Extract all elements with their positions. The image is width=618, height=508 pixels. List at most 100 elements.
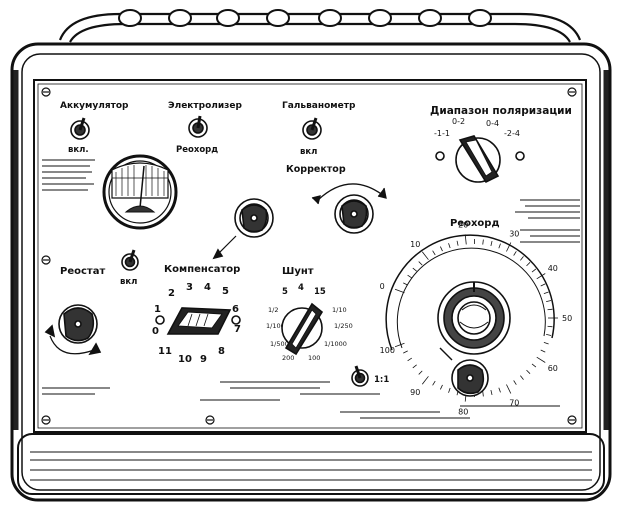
reochord-tick [394, 288, 405, 294]
shunt-knob[interactable] [281, 302, 324, 356]
reochord-tick [403, 350, 408, 354]
compensator-pos-11: 11 [158, 346, 172, 357]
reochord-tick [418, 261, 423, 266]
reochord-tick [513, 251, 517, 256]
reochord-tick-label-30: 30 [509, 230, 519, 239]
polarization-range-neg2-4: -2-4 [504, 129, 520, 138]
compensator-pos-3: 3 [186, 282, 193, 293]
plate-screws [41, 87, 577, 425]
shunt-mark-1-500: 1/500 [270, 340, 289, 348]
compensator-scale-labels: 2 3 4 5 1 6 0 7 11 10 9 8 [152, 282, 241, 365]
reochord-tick [482, 391, 484, 397]
reochord-tick [546, 300, 552, 302]
polarization-range-knob[interactable] [435, 135, 525, 184]
reochord-tick [536, 273, 546, 280]
compensator-label: Компенсатор [164, 264, 240, 275]
reochord-tick [531, 268, 537, 273]
shunt-mark-200: 200 [282, 354, 294, 362]
reochord-fine-knob[interactable] [439, 347, 489, 397]
reochord-tick-label-60: 60 [548, 364, 558, 373]
shunt-mark-1-10: 1/10 [332, 306, 347, 314]
compensator-pos-9: 9 [200, 354, 207, 365]
polarization-range-label: Диапазон поляризации [430, 105, 572, 117]
galvanometer-state: вкл [300, 147, 317, 157]
electrolyzer-toggle[interactable] [188, 115, 208, 138]
accumulator-state: вкл. [68, 145, 89, 155]
reochord-tick [546, 334, 552, 336]
polarization-range-neg1-1: -1-1 [434, 129, 450, 138]
reochord-tick-label-100: 100 [380, 346, 395, 355]
reochord-tick-label-70: 70 [509, 398, 519, 407]
reochord-tick [547, 325, 553, 328]
reochord-tick [520, 375, 524, 380]
reochord-tick [526, 262, 531, 267]
small-toggle[interactable] [121, 249, 139, 271]
reochord-tick [407, 274, 413, 279]
reochord-tick [520, 256, 524, 261]
corrector-label: Корректор [286, 164, 346, 175]
rheostat-label: Реостат [60, 266, 105, 277]
reochord-dial [385, 234, 558, 402]
reochord-tick [513, 380, 517, 385]
shunt-top-4: 4 [298, 283, 304, 293]
reochord-tick-label-80: 80 [458, 407, 468, 416]
corrector-arrow [311, 183, 387, 205]
electrolyzer-state: Реохорд [176, 145, 218, 155]
rheostat-knob[interactable] [44, 304, 102, 356]
compensator-pos-6: 6 [232, 304, 239, 315]
shunt-mark-1-250: 1/250 [334, 322, 353, 330]
shunt-scale-labels: 5 4 15 1/2 1/10 1/100 1/250 1/500 1/1000… [266, 283, 353, 362]
reochord-tick [456, 240, 459, 246]
shunt-top-5: 5 [282, 287, 288, 297]
reochord-tick [407, 357, 413, 362]
reochord-tick [540, 349, 546, 353]
electrolyzer-label: Электролизер [168, 101, 242, 111]
handle-beads [118, 9, 492, 27]
reochord-tick [482, 239, 484, 245]
compensator-pos-8: 8 [218, 346, 225, 357]
reochord-tick [526, 369, 531, 374]
shunt-mark-1-100: 1/100 [266, 322, 285, 330]
reochord-tick [540, 283, 546, 287]
accumulator-toggle[interactable] [70, 117, 90, 140]
shunt-mark-100: 100 [308, 354, 320, 362]
compensator-pos-2: 2 [168, 288, 175, 299]
reochord-tick [448, 387, 451, 393]
compensator-knob[interactable] [155, 307, 241, 335]
reochord-tick [440, 384, 443, 390]
face-plate [33, 79, 587, 433]
reochord-tick [498, 243, 501, 249]
reochord-tick [464, 234, 467, 245]
adjust-knob[interactable] [212, 198, 274, 260]
galvanometer-toggle[interactable] [302, 117, 322, 140]
compensator-pos-1: 1 [154, 304, 161, 315]
reochord-tick-label-0: 0 [380, 282, 385, 291]
galvanometer-label: Гальванометр [282, 101, 356, 111]
polarization-range-0-2: 0-2 [452, 117, 465, 126]
reochord-tick [506, 242, 512, 252]
reochord-tick-label-20: 20 [458, 221, 468, 230]
reochord-tick [547, 308, 553, 311]
plate-hatching [42, 159, 580, 419]
reochord-tick-label-50: 50 [562, 314, 572, 323]
reochord-tick [432, 250, 436, 256]
reochord-tick-label-90: 90 [410, 388, 420, 397]
reochord-tick [394, 342, 405, 348]
reochord-tick [543, 341, 549, 345]
shunt-mark-1-2: 1/2 [268, 306, 278, 314]
reochord-tick [421, 251, 429, 260]
reochord-tick [403, 282, 408, 286]
galvanometer-meter [102, 154, 178, 230]
reochord-tick [448, 243, 451, 249]
reochord-label: Реохорд [450, 218, 500, 229]
accumulator-label: Аккумулятор [60, 101, 129, 111]
shunt-top-15: 15 [314, 287, 326, 297]
shunt-label: Шунт [282, 266, 314, 277]
reochord-knob[interactable] [437, 281, 511, 355]
shunt-toggle-label: 1:1 [374, 375, 389, 385]
corrector-knob[interactable] [334, 194, 374, 234]
compensator-pos-4: 4 [204, 282, 211, 293]
shunt-toggle[interactable] [351, 365, 369, 387]
